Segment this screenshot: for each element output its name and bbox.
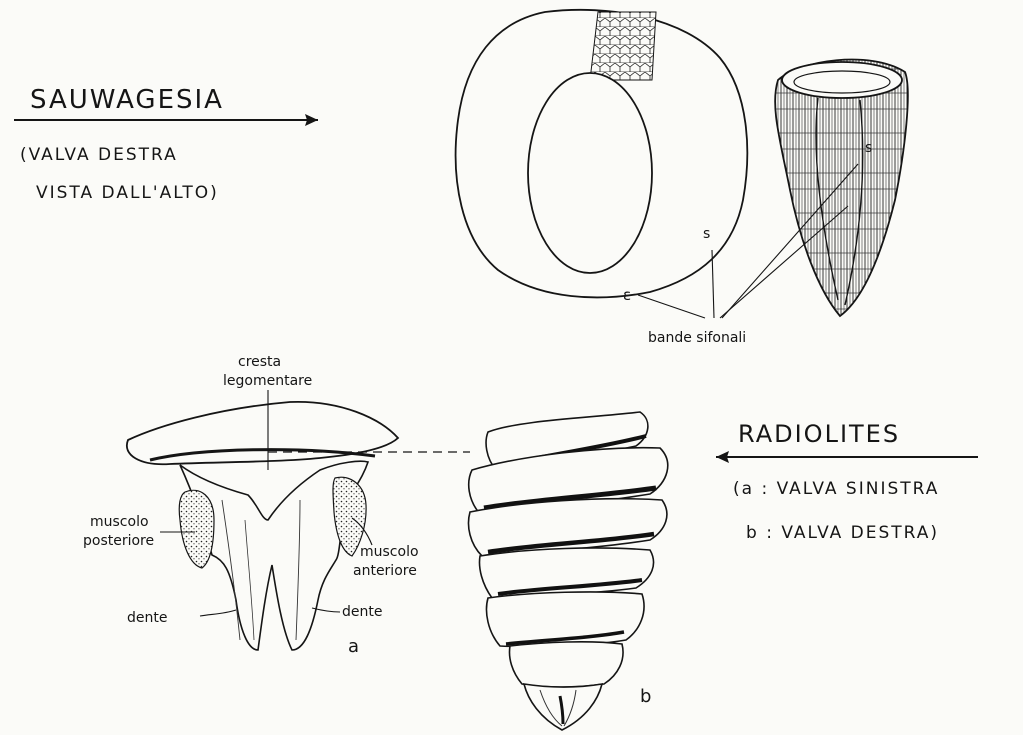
siphonal-band-cells: [590, 12, 656, 80]
label-b: b: [640, 686, 651, 707]
label-s-side: s: [865, 140, 872, 156]
radiolites-caption-line1: (a : VALVA SINISTRA: [733, 479, 939, 499]
label-muscolo-posteriore-line1: muscolo: [90, 514, 149, 530]
shell-inner-cavity: [528, 73, 652, 273]
label-bande-sifonali: bande sifonali: [648, 330, 746, 346]
label-a: a: [348, 636, 359, 657]
radiolites-arrow: [716, 451, 978, 463]
label-s-top: s: [703, 226, 710, 242]
label-muscolo-posteriore-line2: posteriore: [83, 533, 154, 549]
right-valve-b: [469, 412, 668, 730]
radiolites-caption-line2: b : VALVA DESTRA): [746, 523, 939, 543]
label-cresta-line2: legomentare: [223, 373, 312, 389]
radiolites-section: RADIOLITES (a : VALVA SINISTRA b : VALVA…: [83, 354, 978, 730]
layer-6: [510, 642, 624, 687]
sauwagesia-arrow: [14, 114, 318, 126]
label-dente-right: dente: [342, 604, 382, 620]
sauwagesia-section: SAUWAGESIA (VALVA DESTRA VISTA DALL'ALTO…: [14, 10, 908, 346]
layer-3: [469, 499, 667, 556]
label-muscolo-anteriore-line2: anteriore: [353, 563, 417, 579]
sauwagesia-top-view: [456, 10, 748, 298]
label-dente-left: dente: [127, 610, 167, 626]
muscle-posterior-scar: [179, 490, 214, 568]
sauwagesia-side-view: [775, 60, 908, 316]
layer-4: [480, 548, 654, 598]
sauwagesia-title: SAUWAGESIA: [30, 85, 224, 115]
label-muscolo-anteriore-line1: muscolo: [360, 544, 419, 560]
sauwagesia-caption-line2: VISTA DALL'ALTO): [36, 183, 219, 203]
sauwagesia-caption-line1: (VALVA DESTRA: [20, 145, 178, 165]
label-cresta-line1: cresta: [238, 354, 281, 370]
label-e: ε: [623, 286, 631, 304]
radiolites-title: RADIOLITES: [738, 420, 900, 448]
